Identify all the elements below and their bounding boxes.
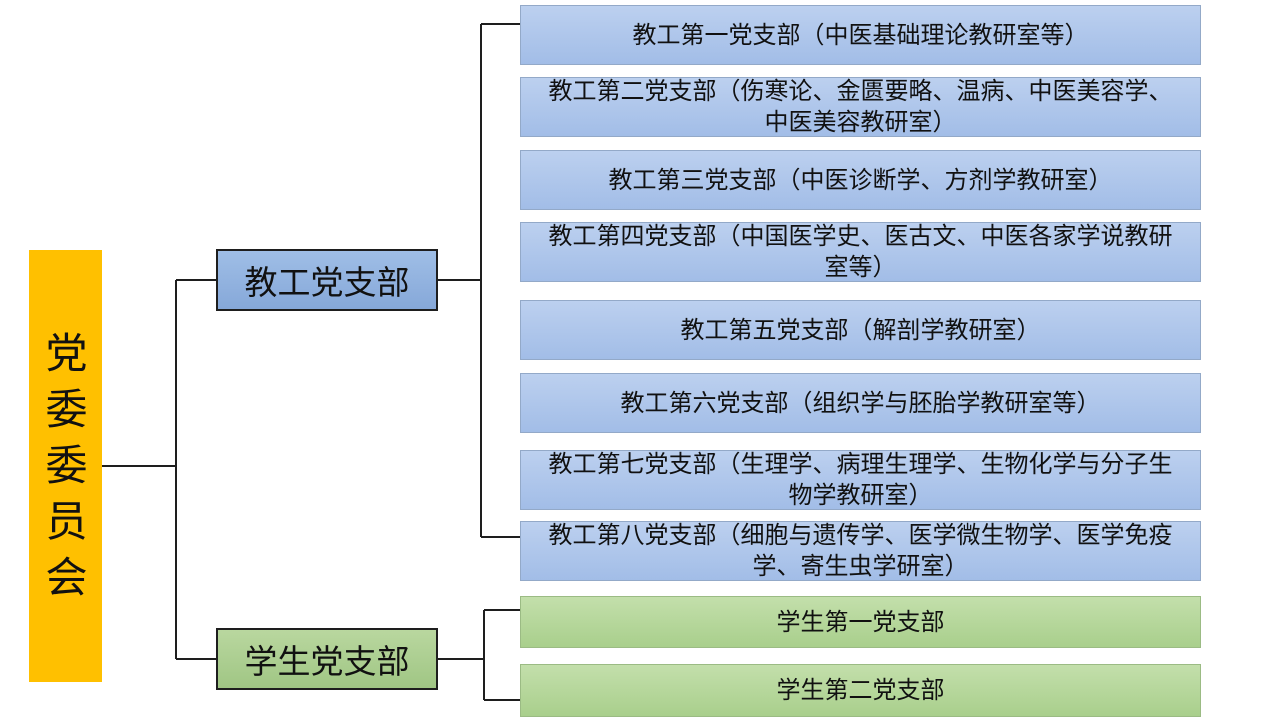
student-branch-2: 学生第二党支部 bbox=[520, 664, 1201, 717]
staff-branch-8: 教工第八党支部（细胞与遗传学、医学微生物学、医学免疫学、寄生虫学研室） bbox=[520, 521, 1201, 581]
staff-branch-5: 教工第五党支部（解剖学教研室） bbox=[520, 300, 1201, 360]
party-committee-label: 党委委员会 bbox=[45, 329, 88, 602]
staff-branch-4: 教工第四党支部（中国医学史、医古文、中医各家学说教研室等） bbox=[520, 222, 1201, 282]
staff-branch-1: 教工第一党支部（中医基础理论教研室等） bbox=[520, 5, 1201, 65]
staff-branch-2: 教工第二党支部（伤寒论、金匮要略、温病、中医美容学、中医美容教研室） bbox=[520, 77, 1201, 137]
staff-branch-3: 教工第三党支部（中医诊断学、方剂学教研室） bbox=[520, 150, 1201, 210]
staff-party-branch-box: 教工党支部 bbox=[216, 249, 438, 311]
party-committee-box: 党委委员会 bbox=[29, 250, 102, 682]
student-branch-1: 学生第一党支部 bbox=[520, 596, 1201, 648]
staff-branch-6: 教工第六党支部（组织学与胚胎学教研室等） bbox=[520, 373, 1201, 433]
staff-branch-7: 教工第七党支部（生理学、病理生理学、生物化学与分子生物学教研室） bbox=[520, 450, 1201, 510]
student-party-branch-box: 学生党支部 bbox=[216, 628, 438, 690]
